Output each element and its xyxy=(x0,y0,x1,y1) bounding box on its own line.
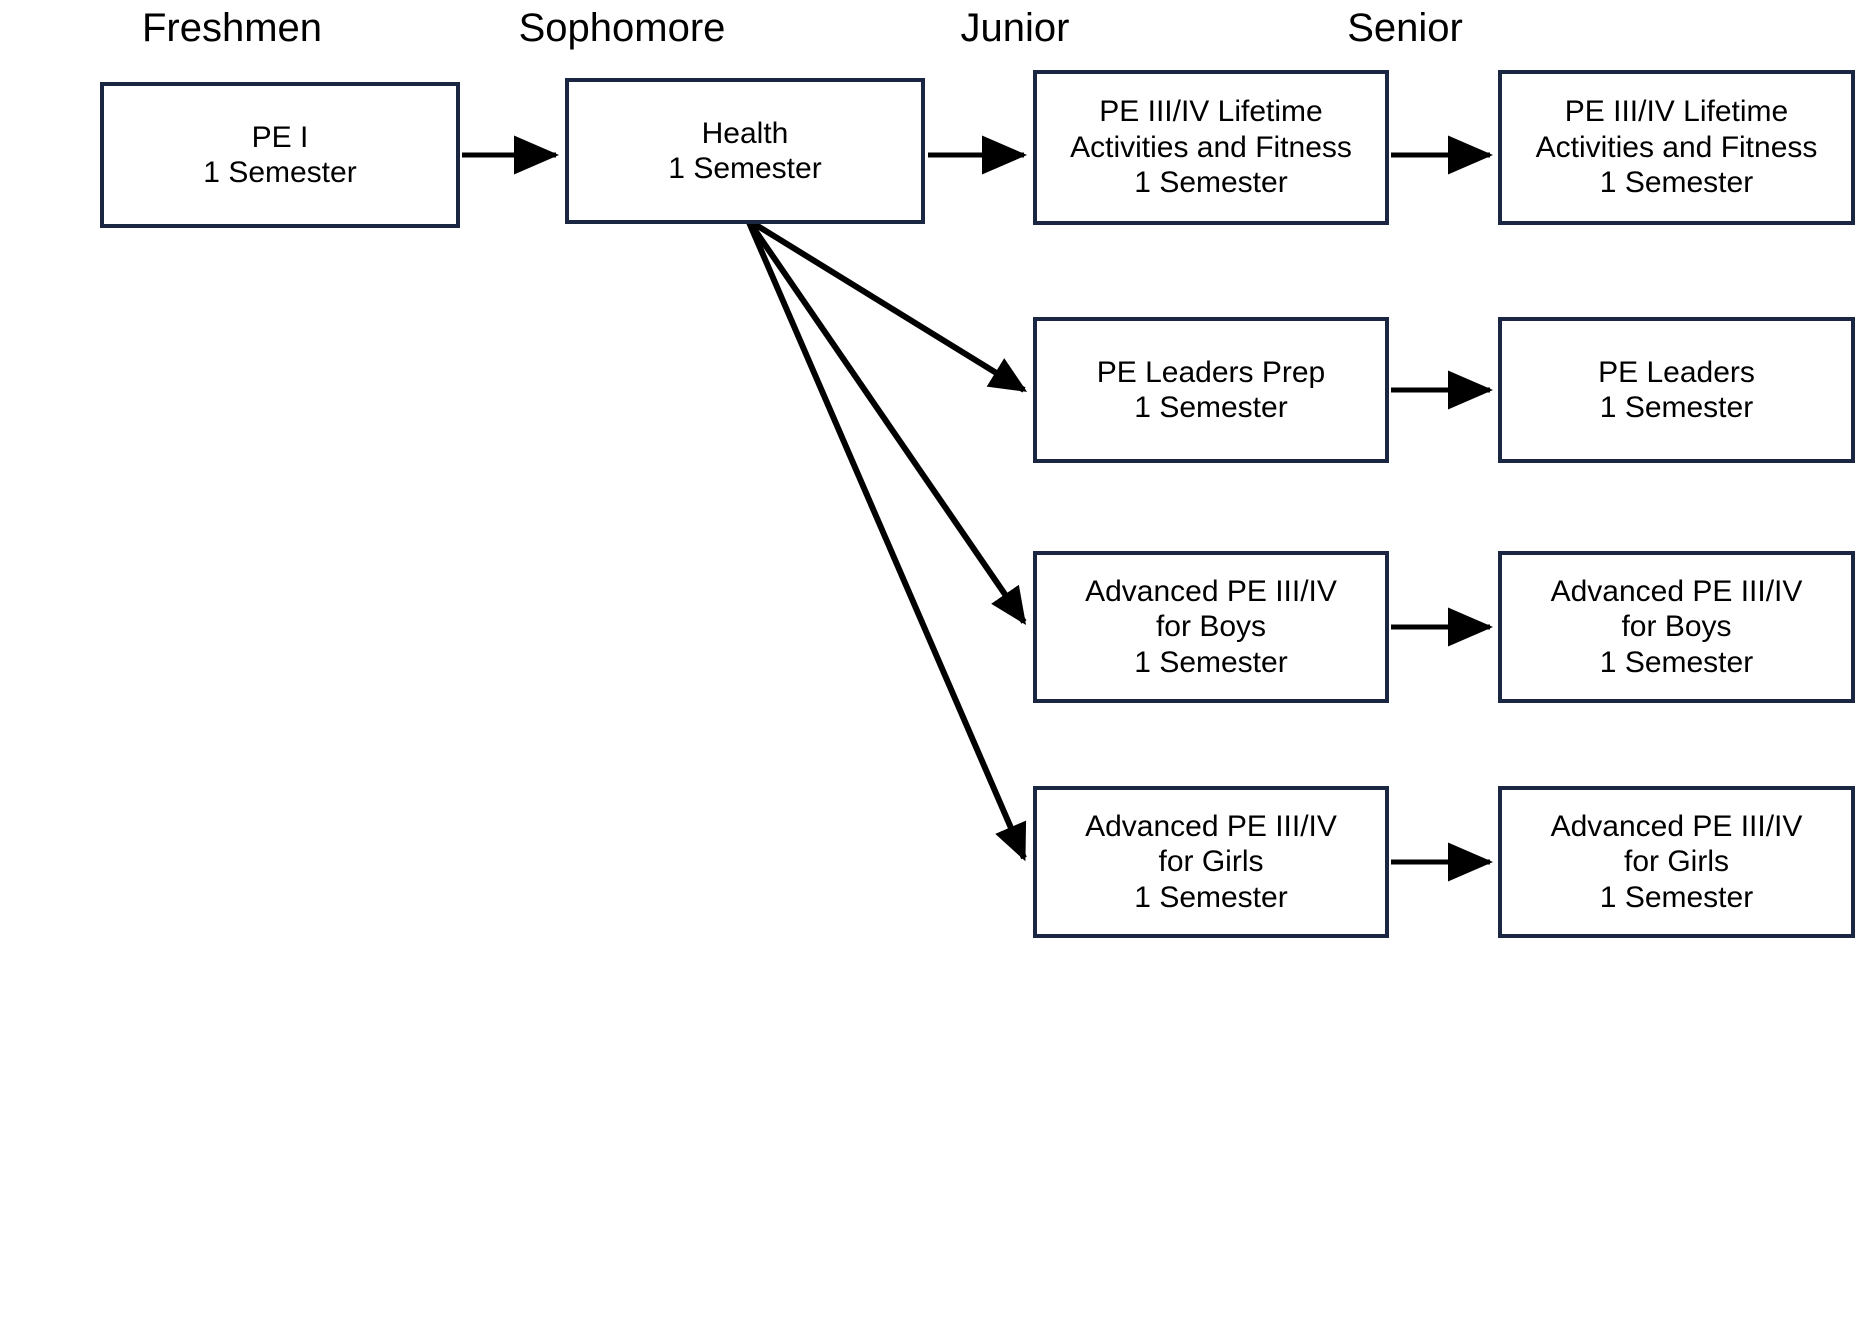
column-header-junior: Junior xyxy=(960,6,1070,50)
node-pe-leaders-prep-line-2: 1 Semester xyxy=(1134,391,1288,424)
node-senior-lifetime-line-3: 1 Semester xyxy=(1599,166,1754,200)
node-senior-advanced-girls-line-2: for Girls xyxy=(1624,845,1729,879)
node-pe-leaders-line-1: PE Leaders xyxy=(1598,355,1755,389)
node-junior-advanced-boys-line-2: for Boys xyxy=(1155,610,1267,644)
node-pe-leaders-line-2: 1 Semester xyxy=(1599,391,1754,424)
node-senior-lifetime-line-2: Activities and Fitness xyxy=(1535,130,1818,164)
node-senior-lifetime-fitness[interactable]: PE III/IV Lifetime Activities and Fitnes… xyxy=(1498,70,1855,225)
node-pe-i-line-2: 1 Semester xyxy=(203,156,357,189)
node-junior-advanced-boys-line-1: Advanced PE III/IV xyxy=(1085,574,1337,608)
node-junior-lifetime-fitness[interactable]: PE III/IV Lifetime Activities and Fitnes… xyxy=(1033,70,1389,225)
node-pe-leaders-prep-line-1: PE Leaders Prep xyxy=(1096,355,1326,389)
node-pe-leaders[interactable]: PE Leaders 1 Semester xyxy=(1498,317,1855,463)
node-health[interactable]: Health 1 Semester xyxy=(565,78,925,224)
node-junior-lifetime-line-2: Activities and Fitness xyxy=(1070,130,1352,164)
node-senior-advanced-boys-line-3: 1 Semester xyxy=(1599,645,1754,679)
column-header-freshmen: Freshmen xyxy=(141,6,323,50)
node-junior-lifetime-line-3: 1 Semester xyxy=(1134,166,1288,200)
node-junior-advanced-girls-line-2: for Girls xyxy=(1158,845,1264,879)
node-pe-i[interactable]: PE I 1 Semester xyxy=(100,82,460,228)
node-junior-advanced-boys-line-3: 1 Semester xyxy=(1134,645,1288,679)
node-pe-i-line-1: PE I xyxy=(251,120,309,154)
node-pe-leaders-prep[interactable]: PE Leaders Prep 1 Semester xyxy=(1033,317,1389,463)
column-header-senior: Senior xyxy=(1347,6,1463,50)
node-junior-advanced-boys[interactable]: Advanced PE III/IV for Boys 1 Semester xyxy=(1033,551,1389,703)
node-senior-advanced-girls-line-1: Advanced PE III/IV xyxy=(1550,809,1803,843)
node-senior-advanced-boys-line-1: Advanced PE III/IV xyxy=(1550,574,1803,608)
node-senior-advanced-girls-line-3: 1 Semester xyxy=(1599,880,1754,914)
node-junior-advanced-girls[interactable]: Advanced PE III/IV for Girls 1 Semester xyxy=(1033,786,1389,938)
node-health-line-2: 1 Semester xyxy=(668,152,822,185)
node-junior-lifetime-line-1: PE III/IV Lifetime xyxy=(1099,95,1323,129)
node-health-line-1: Health xyxy=(701,116,789,150)
arrow-health-to-advanced-boys xyxy=(745,218,1027,625)
arrow-health-to-advanced-girls xyxy=(745,218,1027,862)
node-senior-advanced-boys[interactable]: Advanced PE III/IV for Boys 1 Semester xyxy=(1498,551,1855,703)
column-header-sophomore: Sophomore xyxy=(518,6,726,50)
node-senior-lifetime-line-1: PE III/IV Lifetime xyxy=(1564,95,1789,129)
node-senior-advanced-girls[interactable]: Advanced PE III/IV for Girls 1 Semester xyxy=(1498,786,1855,938)
node-junior-advanced-girls-line-1: Advanced PE III/IV xyxy=(1085,809,1337,843)
node-senior-advanced-boys-line-2: for Boys xyxy=(1621,610,1732,644)
node-junior-advanced-girls-line-3: 1 Semester xyxy=(1134,880,1288,914)
arrow-health-to-leaders-prep xyxy=(746,217,1028,393)
